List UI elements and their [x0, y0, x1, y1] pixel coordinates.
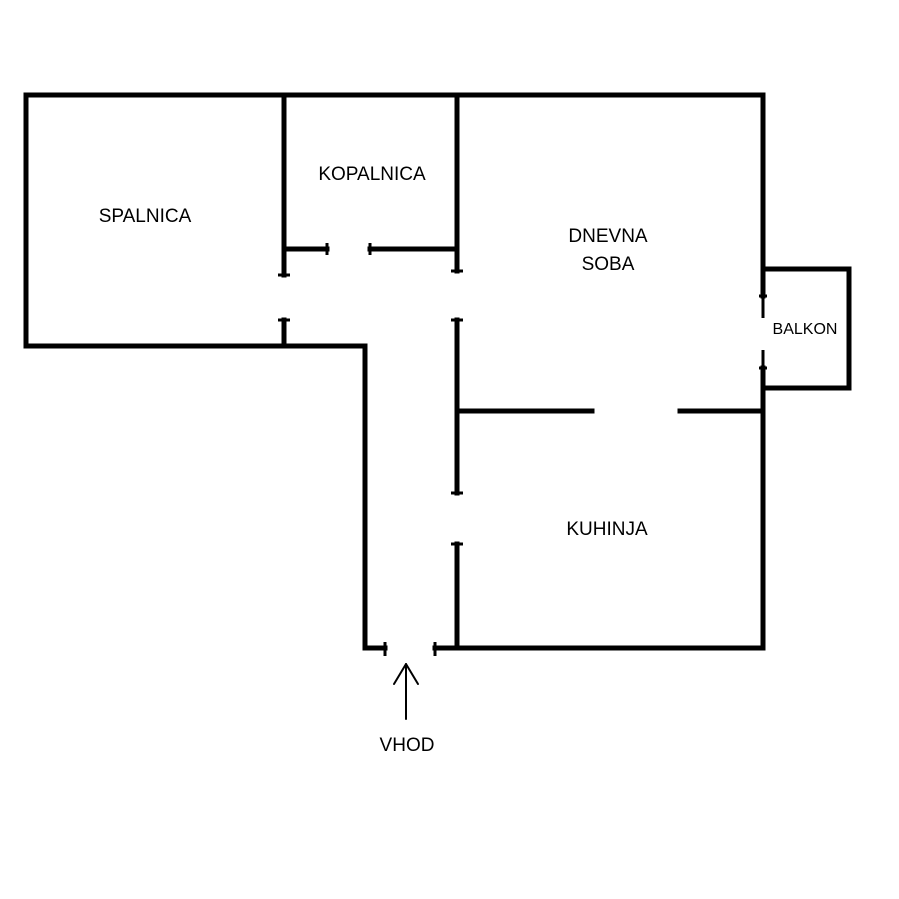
room-label-living-line1: DNEVNA	[568, 226, 648, 247]
balcony	[759, 266, 852, 391]
room-label-balcony: BALKON	[773, 321, 838, 338]
balcony-outline	[760, 266, 852, 391]
interior-walls	[278, 92, 766, 656]
room-label-bathroom: KOPALNICA	[318, 164, 426, 185]
entrance-label: VHOD	[380, 735, 435, 756]
entrance-arrow-icon	[393, 663, 419, 720]
room-label-living-line2: SOBA	[582, 254, 635, 275]
room-label-kitchen: KUHINJA	[566, 519, 648, 540]
outer-walls	[23, 92, 766, 651]
room-label-bedroom: SPALNICA	[99, 206, 192, 227]
